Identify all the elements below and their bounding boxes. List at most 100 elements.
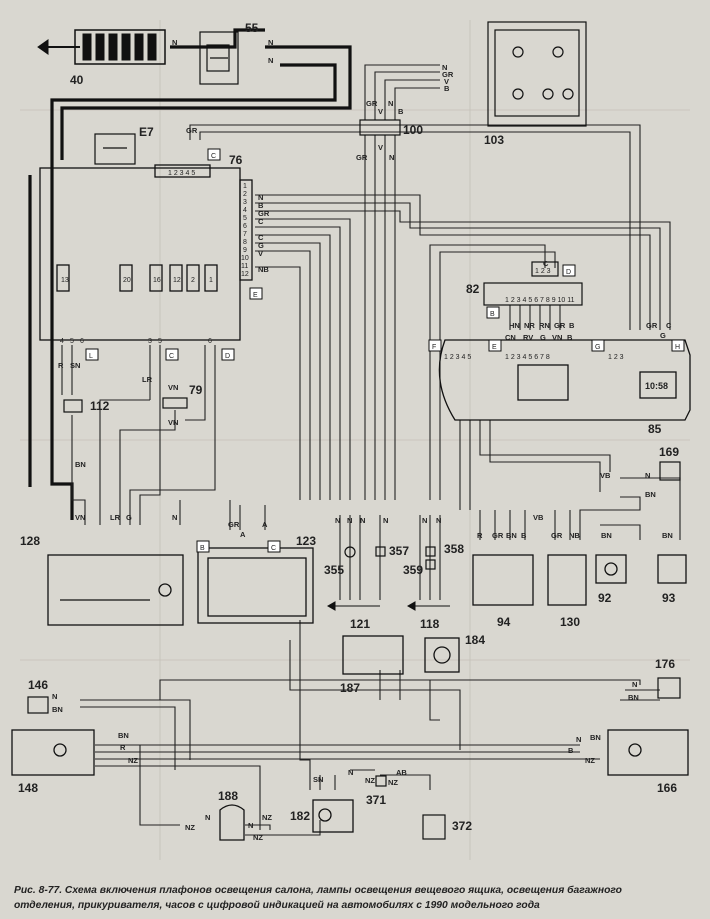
pins-85-g: 1 2 3 (608, 354, 624, 361)
svg-text:GR: GR (356, 153, 368, 162)
component-187 (342, 635, 404, 675)
wiring-diagram: 40 55 103 E7 76 100 82 85 112 79 169 128… (11, 20, 691, 860)
pins-82: 1 2 3 4 5 6 7 8 9 10 11 (505, 297, 575, 304)
svg-text:NB: NB (258, 265, 269, 274)
relay-e7 (94, 133, 136, 165)
label-359: 359 (403, 563, 423, 577)
label-169: 169 (659, 445, 679, 459)
fuse-13: 13 (61, 277, 69, 284)
svg-text:B: B (444, 84, 450, 93)
pin-5: 5 (70, 338, 74, 345)
component-130 (547, 554, 587, 606)
switch-128 (47, 554, 184, 626)
svg-text:NZ: NZ (585, 756, 595, 765)
conn-letter-c1: C (211, 153, 216, 160)
label-182: 182 (290, 809, 310, 823)
svg-text:5: 5 (243, 215, 247, 222)
svg-text:BN: BN (662, 531, 673, 540)
pin-6: 6 (80, 338, 84, 345)
svg-text:G: G (258, 241, 264, 250)
conn-letter-e2: E (492, 344, 497, 351)
conn-letter-c2: C (169, 353, 174, 360)
svg-text:10: 10 (241, 255, 249, 262)
label-357: 357 (389, 544, 409, 558)
pins-85-e: 1 2 3 4 5 6 7 8 (505, 354, 550, 361)
svg-text:B: B (398, 107, 404, 116)
component-112 (63, 399, 83, 413)
conn-letter-d2: D (566, 269, 571, 276)
svg-text:GR: GR (186, 126, 198, 135)
svg-text:6: 6 (243, 223, 247, 230)
svg-text:B: B (569, 321, 575, 330)
fuse-2: 2 (191, 277, 195, 284)
svg-text:N: N (335, 516, 340, 525)
component-103 (487, 21, 587, 127)
svg-text:N: N (632, 680, 637, 689)
pin-3: 3 (148, 338, 152, 345)
conn-letter-l: L (89, 353, 93, 360)
svg-text:LR: LR (142, 375, 153, 384)
svg-text:BN: BN (506, 531, 517, 540)
component-188 (219, 804, 245, 841)
label-130: 130 (560, 615, 580, 629)
lamp-148 (11, 729, 95, 776)
label-92: 92 (598, 591, 612, 605)
label-79: 79 (189, 383, 203, 397)
label-146: 146 (28, 678, 48, 692)
label-40: 40 (70, 73, 84, 87)
connector-372 (422, 814, 446, 840)
connector-146 (27, 696, 49, 714)
svg-text:8: 8 (243, 239, 247, 246)
fuse-box-76 (39, 164, 253, 341)
pins-85-f: 1 2 3 4 5 (444, 354, 471, 361)
svg-text:C: C (666, 321, 672, 330)
svg-text:NZ: NZ (365, 776, 375, 785)
instrument-panel-85 (438, 339, 691, 421)
label-e7: E7 (139, 125, 154, 139)
component-94 (472, 554, 534, 606)
svg-text:GR: GR (366, 99, 378, 108)
svg-text:N: N (52, 692, 57, 701)
svg-text:GR: GR (554, 321, 566, 330)
svg-text:N: N (389, 153, 394, 162)
svg-text:BN: BN (645, 490, 656, 499)
label-121: 121 (350, 617, 370, 631)
fuse-1: 1 (209, 277, 213, 284)
connector-176 (657, 677, 681, 699)
svg-text:SN: SN (70, 361, 80, 370)
conn-letter-e1: E (253, 292, 258, 299)
conn-letter-c3: C (271, 545, 276, 552)
fuse-16: 16 (153, 277, 161, 284)
svg-text:4: 4 (243, 207, 247, 214)
svg-text:GR: GR (551, 531, 563, 540)
svg-text:N: N (388, 99, 393, 108)
label-85: 85 (648, 422, 662, 436)
svg-text:VN: VN (75, 513, 85, 522)
svg-text:B: B (258, 201, 264, 210)
label-358: 358 (444, 542, 464, 556)
connector-79 (162, 397, 188, 409)
svg-text:N: N (347, 516, 352, 525)
label-166: 166 (657, 781, 677, 795)
svg-text:NB: NB (569, 531, 580, 540)
svg-text:NZ: NZ (185, 823, 195, 832)
svg-text:NR: NR (524, 321, 535, 330)
svg-text:A: A (262, 520, 268, 529)
svg-text:NZ: NZ (388, 778, 398, 787)
label-176: 176 (655, 657, 675, 671)
svg-text:B: B (567, 333, 573, 342)
label-123: 123 (296, 534, 316, 548)
svg-text:N: N (436, 516, 441, 525)
svg-text:A: A (240, 530, 246, 539)
svg-text:N: N (258, 193, 263, 202)
lamp-166 (607, 729, 689, 776)
svg-text:BN: BN (628, 693, 639, 702)
svg-text:VN: VN (552, 333, 562, 342)
label-372: 372 (452, 819, 472, 833)
svg-text:NZ: NZ (128, 756, 138, 765)
svg-text:G: G (126, 513, 132, 522)
label-187: 187 (340, 681, 360, 695)
label-76: 76 (229, 153, 243, 167)
label-103: 103 (484, 133, 504, 147)
pins-76-side: 1 2 3 4 5 6 7 8 9 10 11 12 (241, 183, 249, 278)
